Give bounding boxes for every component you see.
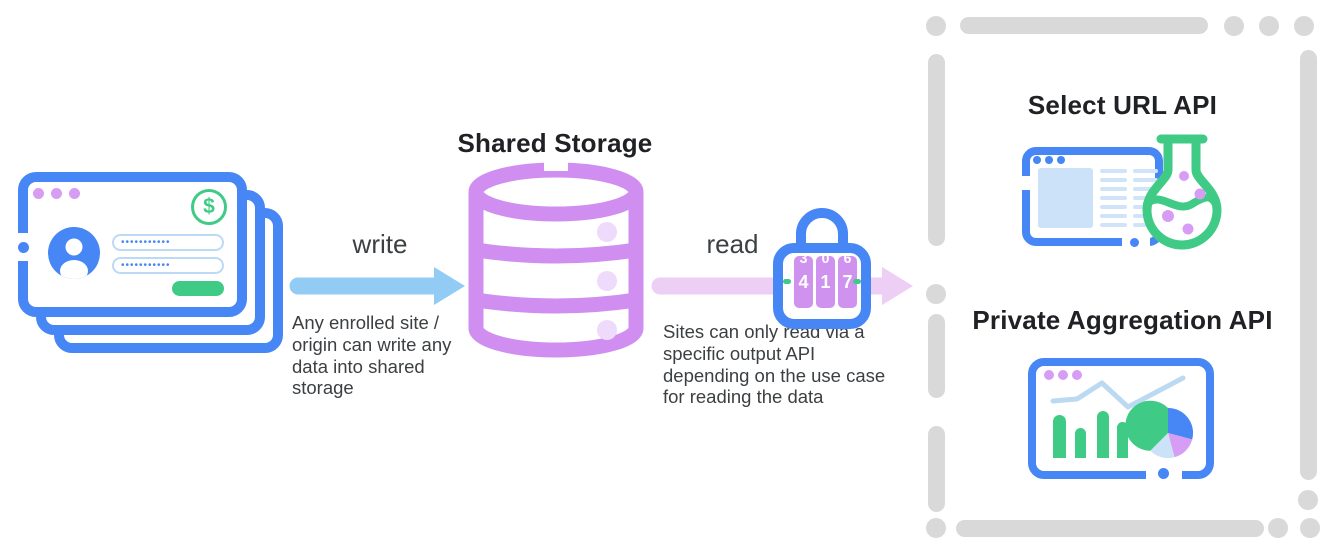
dashboard-charts-icon	[1050, 375, 1194, 459]
password-field[interactable]: •••••••••••	[112, 257, 224, 274]
dial-digit: 1	[820, 272, 830, 292]
avatar-icon	[48, 227, 100, 279]
border-dot-icon	[1158, 468, 1169, 479]
write-label: write	[352, 229, 408, 259]
dial-digit-below: 2	[822, 306, 830, 322]
content-line	[1133, 187, 1158, 191]
username-dots: •••••••••••	[121, 237, 171, 248]
window-dot-icon	[1044, 370, 1054, 380]
frame-dash	[956, 520, 1264, 537]
pie-chart-icon	[1125, 400, 1194, 459]
username-field[interactable]: •••••••••••	[112, 234, 224, 251]
write-arrow-icon	[289, 267, 465, 305]
password-dots: •••••••••••	[121, 260, 171, 271]
submit-button[interactable]	[172, 281, 224, 296]
window-dot-icon	[1058, 370, 1068, 380]
content-block	[1038, 168, 1093, 228]
private-aggregation-api-title: Private Aggregation API	[972, 305, 1273, 335]
select-url-api-title: Select URL API	[1027, 90, 1218, 120]
frame-dot	[926, 284, 946, 304]
dollar-symbol: $	[203, 195, 215, 218]
content-line	[1100, 196, 1127, 200]
window-dot-icon	[69, 188, 80, 199]
frame-dash	[928, 426, 945, 512]
border-dot-icon	[1130, 238, 1139, 247]
frame-dot	[1294, 16, 1314, 36]
shared-storage-title: Shared Storage	[457, 128, 653, 158]
frame-dot	[1224, 16, 1244, 36]
dial-digit-above: 3	[800, 250, 808, 266]
window-dot-icon	[1045, 156, 1053, 164]
border-gap	[1020, 176, 1032, 190]
frame-dot	[1259, 16, 1279, 36]
dial-tick-right	[853, 279, 861, 284]
frame-dash	[1300, 50, 1317, 480]
combination-lock-icon: 4 1 7 3 0 6 5 2 8	[773, 208, 871, 329]
dial-digit: 4	[798, 272, 808, 292]
content-line	[1100, 223, 1127, 227]
lock-dials: 4 1 7 3 0 6 5 2 8	[794, 250, 857, 322]
dial-digit-below: 8	[844, 306, 852, 322]
content-line	[1100, 187, 1127, 191]
frame-dot	[1268, 518, 1288, 538]
window-dot-icon	[33, 188, 44, 199]
bar-chart-icon	[1053, 411, 1128, 458]
content-line	[1100, 214, 1127, 218]
frame-dash	[928, 54, 945, 246]
dial-digit: 7	[842, 272, 852, 292]
write-caption: Any enrolled site / origin can write any…	[292, 312, 452, 399]
window-dot-icon	[1033, 156, 1041, 164]
frame-dot	[1300, 518, 1320, 538]
frame-dot	[1298, 490, 1318, 510]
dollar-icon: $	[191, 189, 227, 225]
frame-dash	[928, 314, 945, 398]
dial-digit-above: 0	[822, 250, 830, 266]
window-dot-icon	[1072, 370, 1082, 380]
read-caption: Sites can only read via a specific outpu…	[663, 321, 886, 408]
dial-digit-above: 6	[844, 250, 852, 266]
frame-dash	[960, 17, 1208, 34]
window-dot-icon	[51, 188, 62, 199]
database-icon	[468, 162, 644, 358]
dial-digit-below: 5	[800, 306, 808, 322]
content-line	[1100, 169, 1127, 173]
window-dot-icon	[1057, 156, 1065, 164]
flask-icon	[1142, 134, 1222, 250]
border-dot-icon	[18, 242, 29, 253]
content-line	[1100, 178, 1127, 182]
content-line	[1133, 178, 1158, 182]
dial-tick-left	[783, 279, 791, 284]
content-line	[1100, 205, 1127, 209]
frame-dot	[926, 518, 946, 538]
line-chart-icon	[1050, 375, 1186, 410]
content-line	[1133, 169, 1158, 173]
frame-dot	[926, 16, 946, 36]
read-label: read	[706, 229, 759, 259]
